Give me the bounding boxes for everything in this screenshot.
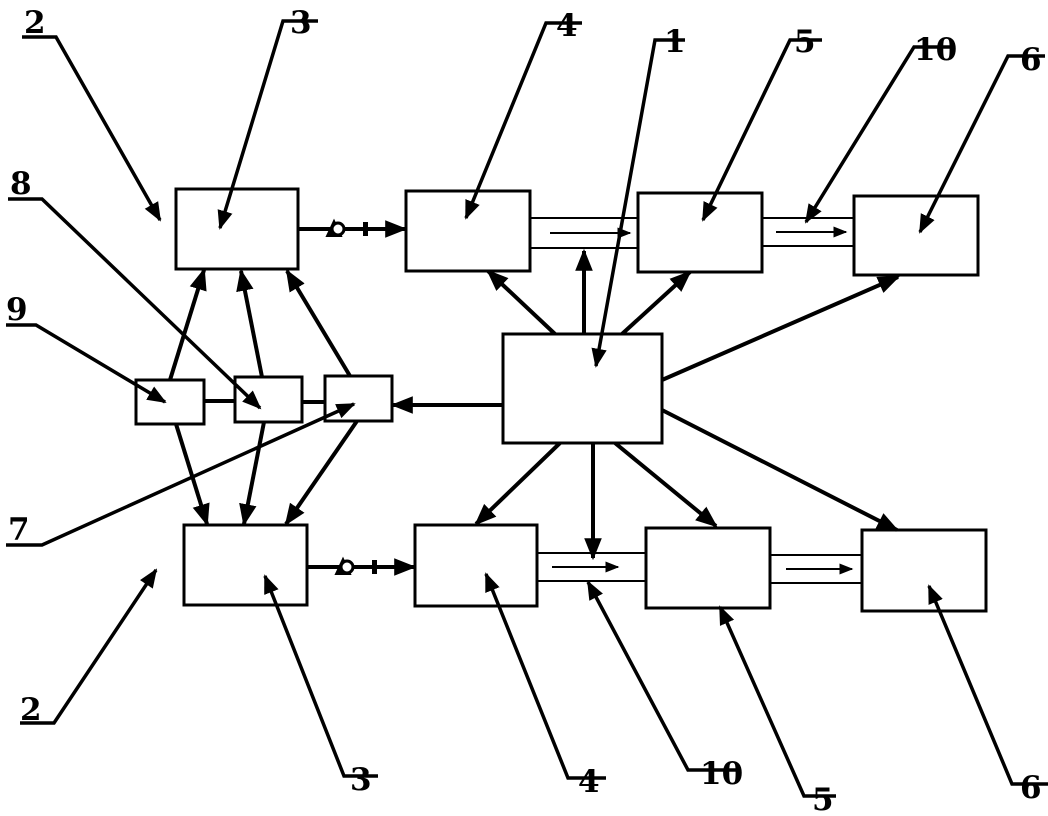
block-9: [134, 378, 206, 426]
numeral-1-top: 1: [664, 24, 686, 60]
numeral-6-bottom: 6: [1020, 770, 1042, 806]
block-1-central: [501, 332, 664, 445]
numeral-5-top: 5: [794, 24, 816, 60]
numeral-7: 7: [8, 512, 30, 548]
numeral-10-top: 10: [914, 32, 957, 68]
signal-arrows-small-blocks: [168, 267, 359, 527]
pipe-5-6-lower: [770, 554, 862, 584]
numeral-4-top: 4: [556, 8, 578, 44]
leader-lines: [6, 19, 1048, 798]
numeral-3-top: 3: [290, 5, 312, 41]
numeral-2-bottom: 2: [20, 692, 42, 728]
pipe-5-6-upper: [762, 217, 854, 247]
block-4-lower: [413, 523, 539, 608]
numeral-4-bottom: 4: [578, 764, 600, 800]
numeral-6-top: 6: [1020, 42, 1042, 78]
block-4-upper: [404, 189, 532, 273]
block-6-lower: [860, 528, 988, 613]
block-3-upper: [174, 187, 300, 271]
block-5-upper: [636, 191, 764, 274]
numeral-5-bottom: 5: [812, 782, 834, 816]
numeral-2-top: 2: [24, 5, 46, 41]
valve-line-upper: [298, 218, 408, 238]
valve-line-lower: [307, 556, 417, 576]
block-5-lower: [644, 526, 772, 610]
numeral-3-bottom: 3: [350, 762, 372, 798]
numeral-10-bottom: 10: [700, 756, 743, 792]
numeral-9: 9: [6, 292, 28, 328]
pipe-4-5-upper: [530, 217, 638, 249]
block-3-lower: [182, 523, 309, 607]
numeral-8: 8: [10, 166, 32, 202]
signal-arrows-central: [390, 248, 901, 561]
block-6-upper: [852, 194, 980, 277]
block-8: [233, 375, 304, 424]
